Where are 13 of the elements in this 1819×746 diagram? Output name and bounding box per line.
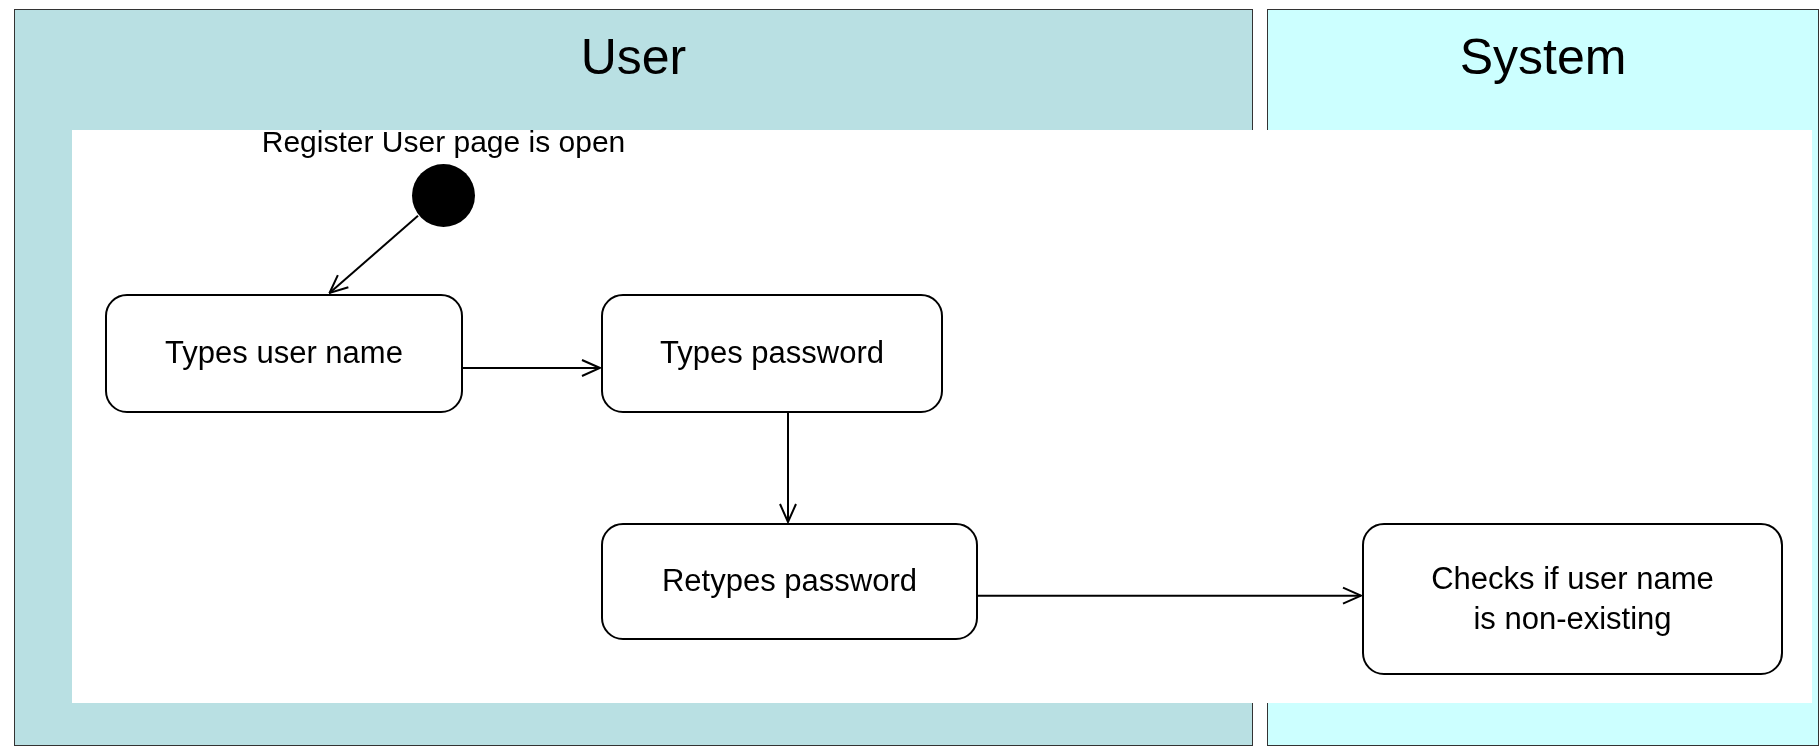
arrow [976, 586, 1362, 605]
arrow [461, 358, 601, 377]
lane-title: System [1458, 28, 1628, 86]
action-box: Checks if user name is non-existing [1362, 523, 1783, 675]
lane-title: User [579, 28, 688, 86]
swimlane [14, 9, 1253, 746]
arrow [779, 411, 797, 523]
action-box: Types user name [105, 294, 463, 413]
action-box: Types password [601, 294, 943, 413]
action-box: Retypes password [601, 523, 978, 640]
node-caption: Register User page is open [260, 125, 627, 159]
swimlane [1267, 9, 1819, 746]
arrow [328, 214, 419, 294]
